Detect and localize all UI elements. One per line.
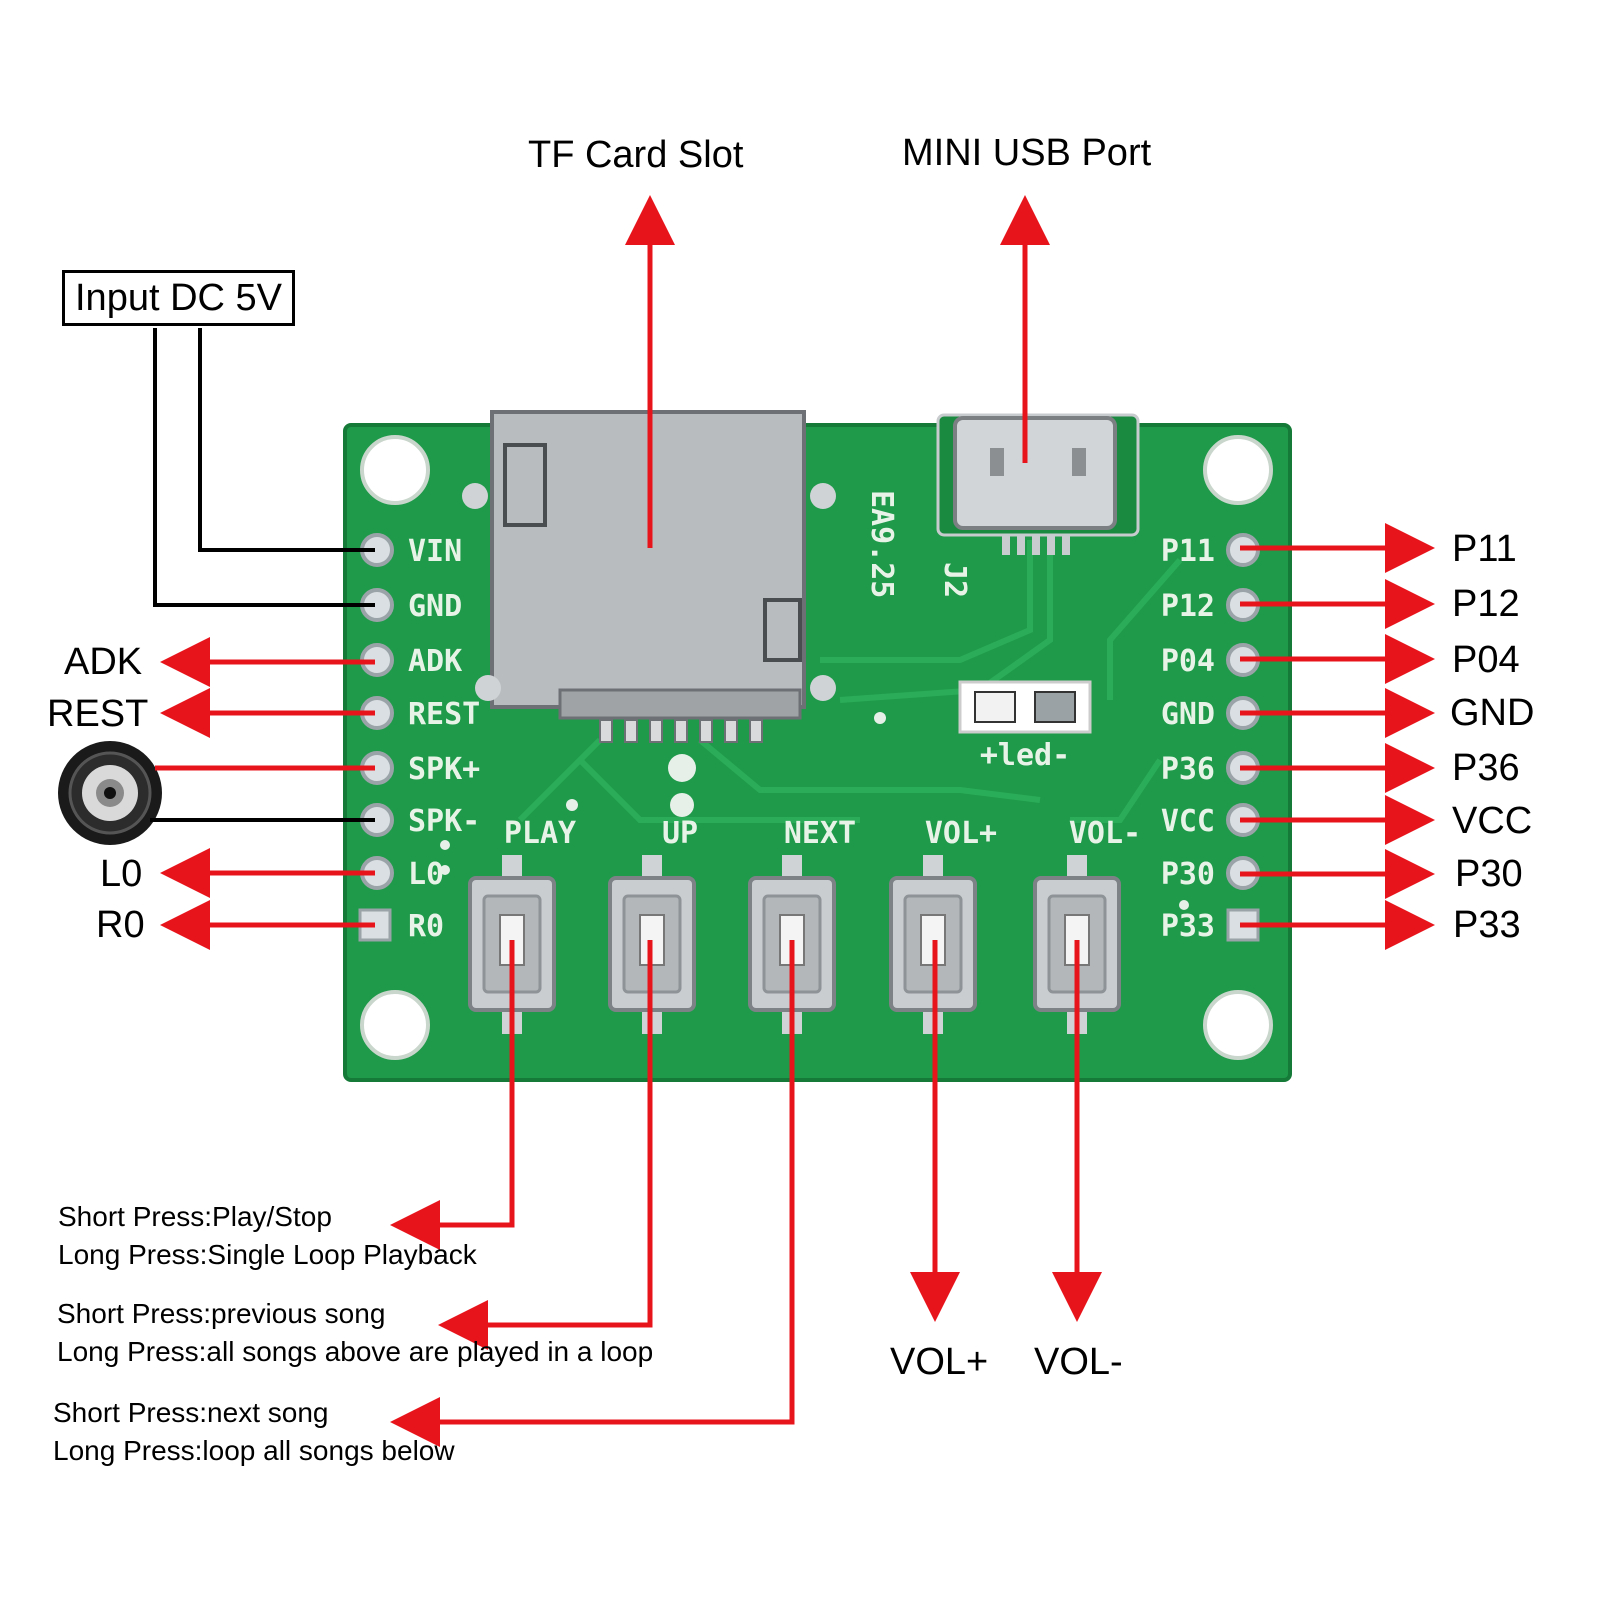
speaker-icon	[58, 741, 162, 845]
silk-right-7: P33	[1161, 909, 1215, 944]
silk-led: +led-	[980, 738, 1070, 773]
silk-left-0: VIN	[408, 534, 462, 569]
mount-hole-tr	[1203, 435, 1273, 505]
silk-button-3: VOL+	[925, 816, 997, 851]
arrow-play	[390, 940, 515, 1250]
silk-left-7: R0	[408, 909, 444, 944]
silk-left-1: GND	[408, 589, 462, 624]
silk-right-1: P12	[1161, 589, 1215, 624]
led-component	[958, 680, 1092, 734]
silk-left-6: L0	[408, 857, 444, 892]
vol-plus-label: VOL+	[890, 1341, 989, 1383]
silk-left-5: SPK-	[408, 804, 480, 839]
pad-right-7	[1226, 908, 1260, 942]
mount-hole-br	[1203, 990, 1273, 1060]
input-dc-label: Input DC 5V	[62, 270, 295, 326]
adk-label: ADK	[64, 641, 143, 683]
silk-left-4: SPK+	[408, 752, 480, 787]
silk-right-6: P30	[1161, 857, 1215, 892]
red-arrows	[155, 195, 1435, 1447]
arrow-up	[438, 940, 653, 1350]
vol-minus-label: VOL-	[1034, 1341, 1123, 1383]
pin-label-gnd: GND	[1450, 692, 1535, 734]
pin-label-p11: P11	[1452, 528, 1517, 570]
mount-hole-bl	[360, 990, 430, 1060]
pin-label-vcc: VCC	[1452, 800, 1533, 842]
up-note: Short Press:previous song Long Press:all…	[57, 1295, 653, 1371]
play-note: Short Press:Play/Stop Long Press:Single …	[58, 1198, 477, 1274]
arrow-next	[390, 940, 795, 1447]
play-long-press: Long Press:Single Loop Playback	[58, 1239, 477, 1270]
pcb-traces	[517, 540, 1183, 823]
silk-button-0: PLAY	[504, 816, 576, 851]
mini-usb-port	[936, 413, 1140, 555]
wire-gnd	[153, 328, 375, 607]
black-wires	[150, 328, 375, 822]
silk-right-4: P36	[1161, 752, 1215, 787]
silk-left-3: REST	[408, 697, 480, 732]
silk-right-2: P04	[1161, 644, 1215, 679]
pin-label-p30: P30	[1455, 853, 1523, 895]
play-short-press: Short Press:Play/Stop	[58, 1201, 332, 1232]
up-short-press: Short Press:previous song	[57, 1298, 386, 1329]
mount-hole-tl	[360, 435, 430, 505]
ro-label: R0	[96, 904, 145, 946]
silk-right-5: VCC	[1161, 804, 1215, 839]
next-short-press: Short Press:next song	[53, 1397, 329, 1428]
silk-button-4: VOL-	[1069, 816, 1141, 851]
pin-label-p04: P04	[1452, 639, 1520, 681]
pcb-vias	[440, 712, 1189, 910]
rest-label: REST	[47, 693, 149, 735]
pin-label-p12: P12	[1452, 583, 1520, 625]
next-long-press: Long Press:loop all songs below	[53, 1435, 455, 1466]
lo-label: L0	[100, 853, 143, 895]
next-note: Short Press:next song Long Press:loop al…	[53, 1394, 455, 1470]
mini-usb-port-label: MINI USB Port	[902, 132, 1152, 174]
silk-button-1: UP	[662, 816, 698, 851]
pin-label-p36: P36	[1452, 747, 1520, 789]
wire-vin	[198, 328, 375, 552]
silk-right-3: GND	[1161, 697, 1215, 732]
pin-label-p33: P33	[1453, 904, 1521, 946]
up-long-press: Long Press:all songs above are played in…	[57, 1336, 654, 1367]
silk-right-0: P11	[1161, 534, 1215, 569]
silk-button-2: NEXT	[784, 816, 856, 851]
tf-card-slot-label: TF Card Slot	[528, 134, 744, 176]
silk-model: EA9.25	[864, 490, 899, 598]
silk-left-2: ADK	[408, 644, 462, 679]
silk-j2: J2	[937, 562, 972, 598]
